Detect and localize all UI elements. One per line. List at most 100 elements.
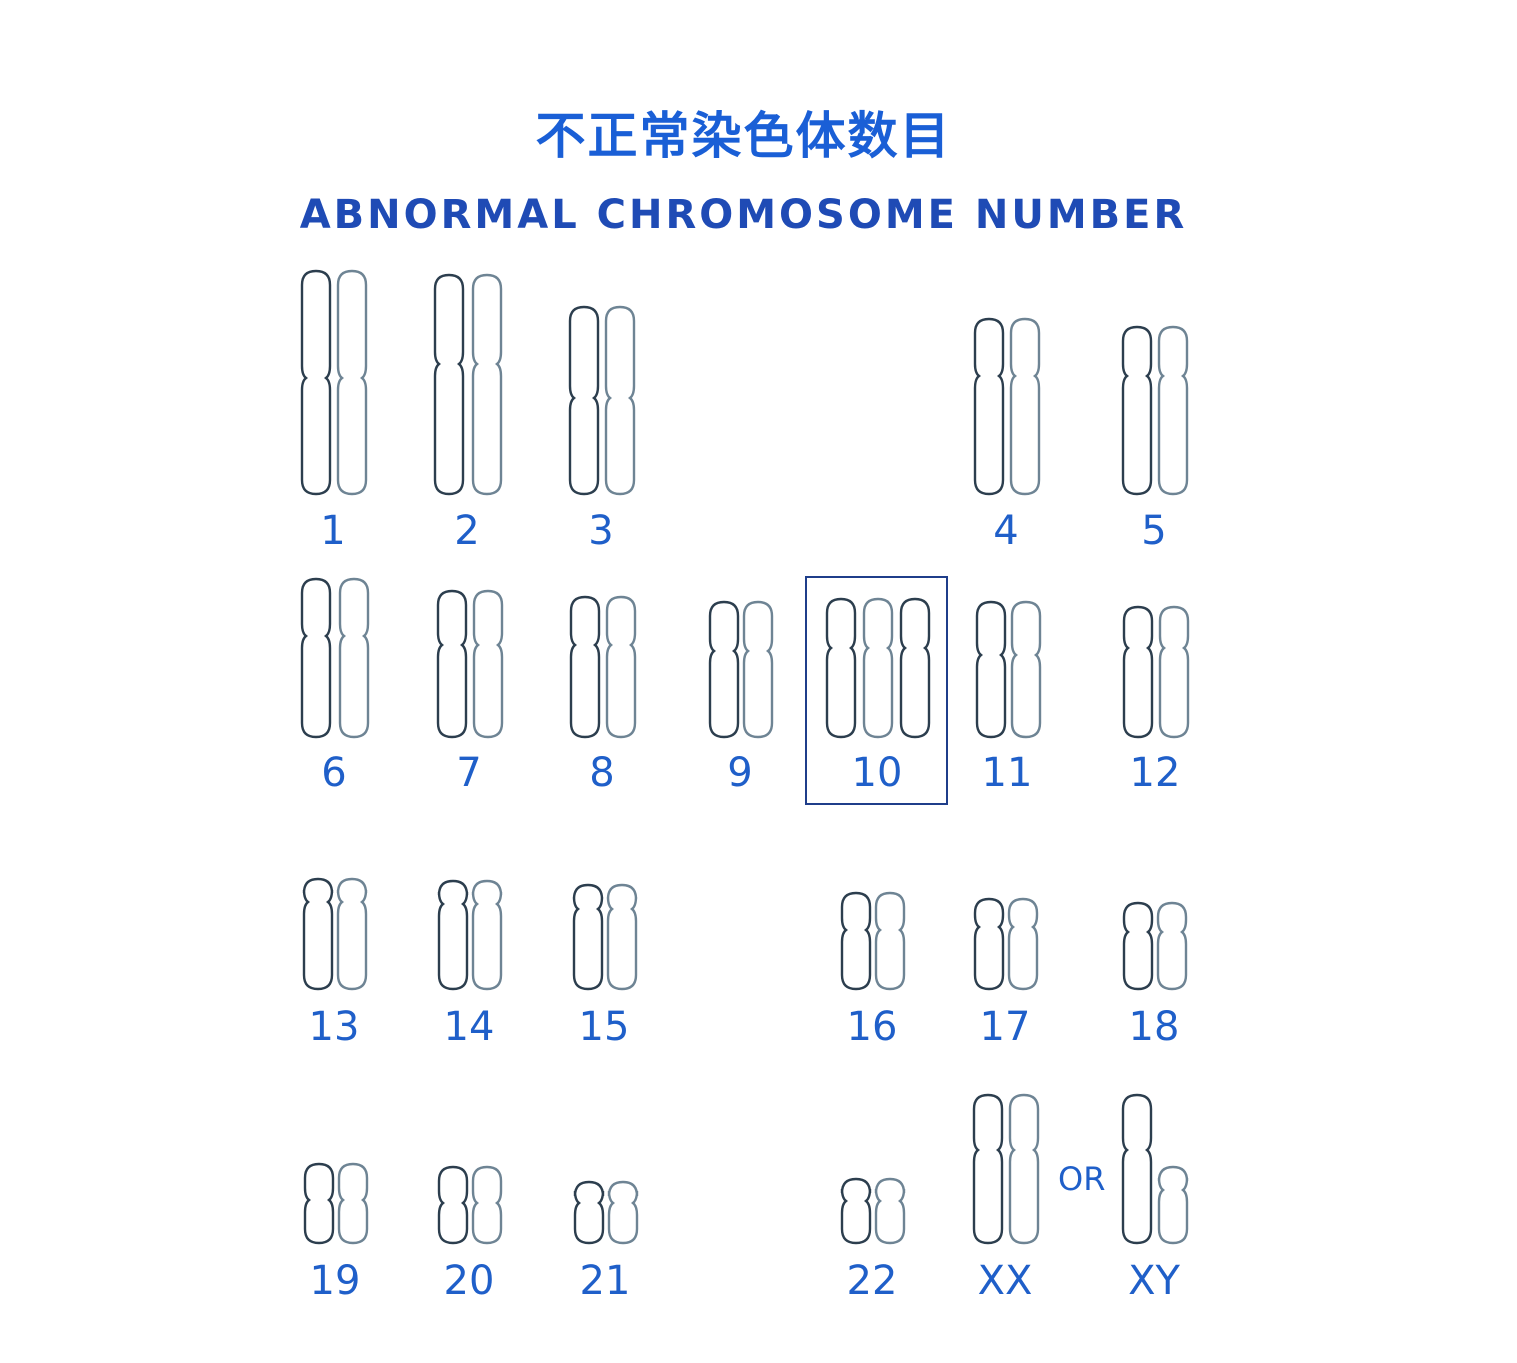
chromosome-14-copy-2 — [471, 879, 503, 991]
chromosome-17 — [973, 897, 1039, 991]
chromosome-label-xy: XY — [1128, 1258, 1180, 1304]
chromosome-20 — [437, 1165, 503, 1245]
chromosome-label-11: 11 — [981, 750, 1033, 796]
chromosome-10-copy-1 — [825, 597, 857, 739]
chromosome-19-copy-1 — [303, 1162, 335, 1245]
chromosome-6 — [300, 577, 370, 739]
chromosome-22-drawing — [840, 1177, 906, 1245]
chromosome-17-drawing — [973, 897, 1039, 991]
chromosome-21-copy-2 — [607, 1180, 639, 1245]
chromosome-label-xx: XX — [977, 1258, 1033, 1304]
chromosome-8-copy-2 — [605, 595, 637, 739]
chromosome-label-17: 17 — [979, 1004, 1031, 1050]
chromosome-3-copy-1 — [568, 305, 600, 496]
chromosome-20-drawing — [437, 1165, 503, 1245]
chromosome-7-drawing — [436, 589, 504, 739]
chromosome-11-drawing — [975, 600, 1041, 739]
chromosome-3-copy-2 — [604, 305, 636, 496]
chromosome-18 — [1122, 901, 1188, 991]
chromosome-5 — [1121, 325, 1189, 496]
chromosome-8-copy-1 — [569, 595, 601, 739]
chromosome-12 — [1122, 605, 1190, 739]
chromosome-20-copy-2 — [471, 1165, 503, 1245]
trisomy-highlight-box — [805, 576, 948, 805]
chromosome-3 — [568, 305, 636, 496]
chromosome-1-copy-2 — [336, 269, 368, 496]
chromosome-5-copy-2 — [1157, 325, 1189, 496]
title-chinese: 不正常染色体数目 — [535, 107, 952, 165]
chromosome-xy-copy-2 — [1157, 1165, 1189, 1245]
chromosome-10-drawing — [825, 597, 931, 739]
chromosome-label-20: 20 — [443, 1258, 495, 1304]
chromosome-17-copy-1 — [973, 897, 1005, 991]
chromosome-18-drawing — [1122, 901, 1188, 991]
chromosome-xy — [1121, 1093, 1189, 1245]
chromosome-6-copy-1 — [300, 577, 332, 739]
chromosome-label-1: 1 — [320, 508, 346, 554]
chromosome-xy-copy-1 — [1121, 1093, 1153, 1245]
chromosome-9-copy-2 — [742, 600, 774, 739]
chromosome-4-drawing — [973, 317, 1041, 496]
chromosome-7 — [436, 589, 504, 739]
chromosome-18-copy-1 — [1122, 901, 1154, 991]
chromosome-2-drawing — [433, 273, 503, 496]
chromosome-1-copy-1 — [300, 269, 332, 496]
chromosome-22 — [840, 1177, 906, 1245]
chromosome-label-21: 21 — [579, 1258, 631, 1304]
chromosome-1 — [300, 269, 368, 496]
chromosome-6-copy-2 — [338, 577, 370, 739]
chromosome-17-copy-2 — [1007, 897, 1039, 991]
chromosome-xx-copy-2 — [1008, 1093, 1040, 1245]
chromosome-20-copy-1 — [437, 1165, 469, 1245]
chromosome-11-copy-1 — [975, 600, 1006, 739]
chromosome-label-6: 6 — [321, 750, 347, 796]
chromosome-12-copy-1 — [1122, 605, 1154, 739]
title-english: ABNORMAL CHROMOSOME NUMBER — [299, 192, 1188, 238]
chromosome-10-copy-3 — [899, 597, 931, 739]
chromosome-5-drawing — [1121, 325, 1189, 496]
chromosome-13-copy-1 — [302, 877, 334, 991]
chromosome-label-9: 9 — [727, 750, 753, 796]
chromosome-xx — [972, 1093, 1040, 1245]
chromosome-9-drawing — [708, 600, 774, 739]
chromosome-label-10: 10 — [851, 750, 903, 796]
chromosome-2-copy-2 — [471, 273, 503, 496]
chromosome-14 — [437, 879, 503, 991]
chromosome-2-copy-1 — [433, 273, 465, 496]
chromosome-label-22: 22 — [846, 1258, 898, 1304]
chromosome-10-copy-2 — [862, 597, 894, 739]
chromosome-4-copy-1 — [973, 317, 1005, 496]
chromosome-12-copy-2 — [1158, 605, 1190, 739]
chromosome-2 — [433, 273, 503, 496]
chromosome-18-copy-2 — [1156, 901, 1188, 991]
chromosome-5-copy-1 — [1121, 325, 1153, 496]
chromosome-label-15: 15 — [578, 1004, 630, 1050]
chromosome-19 — [303, 1162, 369, 1245]
chromosome-22-copy-1 — [840, 1177, 872, 1245]
chromosome-7-copy-2 — [472, 589, 504, 739]
chromosome-22-copy-2 — [874, 1177, 906, 1245]
chromosome-11 — [975, 600, 1041, 739]
chromosome-10 — [825, 597, 931, 739]
chromosome-label-3: 3 — [588, 508, 614, 554]
chromosome-label-18: 18 — [1128, 1004, 1180, 1050]
chromosome-12-drawing — [1122, 605, 1190, 739]
chromosome-21 — [573, 1180, 639, 1245]
chromosome-13 — [302, 877, 368, 991]
chromosome-xy-drawing — [1121, 1093, 1189, 1245]
chromosome-3-drawing — [568, 305, 636, 496]
chromosome-13-copy-2 — [336, 877, 368, 991]
chromosome-16-copy-1 — [840, 891, 872, 991]
chromosome-xx-copy-1 — [972, 1093, 1004, 1245]
chromosome-label-13: 13 — [308, 1004, 360, 1050]
chromosome-14-copy-1 — [437, 879, 469, 991]
chromosome-16-copy-2 — [874, 891, 906, 991]
chromosome-16 — [840, 891, 906, 991]
chromosome-8 — [569, 595, 637, 739]
chromosome-1-drawing — [300, 269, 368, 496]
chromosome-19-drawing — [303, 1162, 369, 1245]
or-connector-text: OR — [1058, 1160, 1106, 1198]
chromosome-13-drawing — [302, 877, 368, 991]
chromosome-8-drawing — [569, 595, 637, 739]
chromosome-4-copy-2 — [1009, 317, 1041, 496]
